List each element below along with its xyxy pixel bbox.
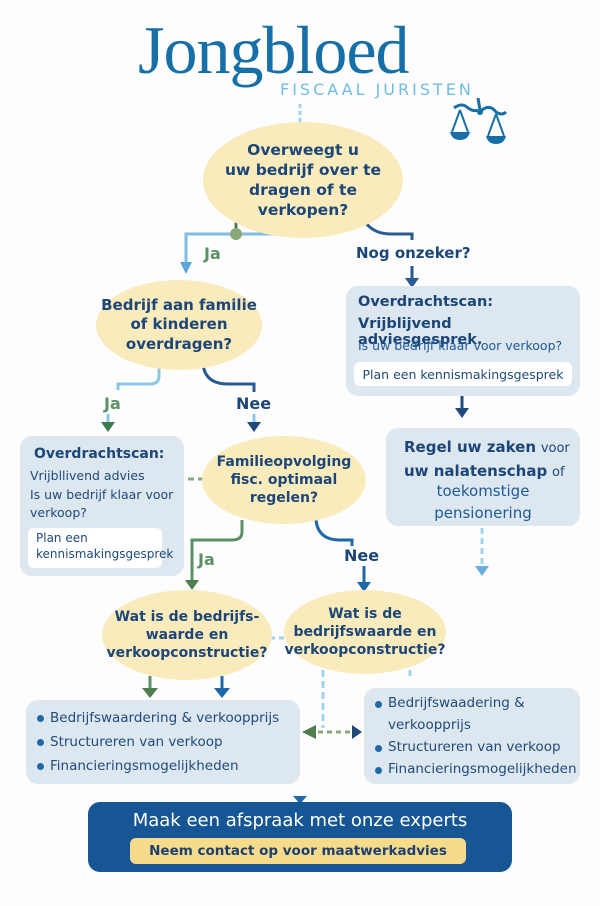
connector-q3-no bbox=[314, 519, 354, 546]
q3-line: fisc. optimaal bbox=[230, 471, 338, 488]
q1-line: dragen of te verkopen? bbox=[249, 181, 357, 220]
arrow-q4-list-green bbox=[142, 688, 158, 698]
logo-subtitle: FISCAAL JURISTEN bbox=[280, 80, 474, 99]
cta-banner: Maak een afspraak met onze experts Neem … bbox=[88, 802, 512, 872]
question-consider-transfer: Overweegt u uw bedrijf over te dragen of… bbox=[203, 122, 403, 238]
q5-line: bedrijfswaarde en bbox=[293, 623, 437, 640]
question-business-value-left: Wat is de bedrijfs- waarde en verkoopcon… bbox=[102, 590, 272, 680]
scan-card-left: Overdrachtscan: Vrijbllivend advies Is u… bbox=[20, 436, 184, 576]
plan-meeting-button-right[interactable]: Plan een kennismakingsgesprek bbox=[354, 362, 572, 386]
list-item: Structureren van verkoop bbox=[34, 730, 279, 754]
q3-line: Familieopvolging bbox=[216, 453, 352, 470]
estate-bold-1: Regel uw zaken bbox=[404, 438, 537, 456]
q2-line: overdragen? bbox=[125, 334, 233, 353]
connector-q3-yes bbox=[190, 520, 244, 580]
scan-left-line2: Is uw bedrijf klaar voor verkoop? bbox=[30, 487, 174, 520]
q4-line: Wat is de bedrijfs- bbox=[114, 608, 260, 625]
connector-q2-no bbox=[201, 363, 256, 392]
scan-left-title: Overdrachtscan: bbox=[34, 446, 165, 462]
plan-meeting-button-left[interactable]: Plan een kennismakingsgesprek bbox=[28, 528, 173, 568]
cta-title: Maak een afspraak met onze experts bbox=[132, 810, 468, 831]
arrow-to-cta bbox=[293, 796, 307, 804]
arrow-q4-list-blue bbox=[214, 688, 230, 698]
arrow-to-q3 bbox=[247, 422, 261, 432]
list-item: Structureren van verkoop bbox=[372, 736, 572, 758]
arrow-q1-yes bbox=[180, 262, 192, 274]
estate-card: Regel uw zaken voor uw nalatenschap of t… bbox=[386, 428, 580, 526]
question-family-succession: Familieopvolging fisc. optimaal regelen? bbox=[202, 436, 366, 524]
question-family-transfer: Bedrijf aan familie of kinderen overdrag… bbox=[96, 280, 262, 370]
edge-label-q3-yes: Ja bbox=[198, 550, 215, 569]
edge-label-q2-no: Nee bbox=[236, 394, 272, 413]
contact-button[interactable]: Neem contact op voor maatwerkadvies bbox=[130, 838, 466, 864]
estate-bold-2: uw nalatenschap bbox=[404, 462, 548, 480]
arrow-to-estate bbox=[455, 408, 469, 418]
estate-text-2: of bbox=[551, 465, 565, 480]
list-item: Financieringsmogelijkheden bbox=[34, 754, 279, 778]
list-item: Financieringsmogelijkheden bbox=[372, 758, 577, 780]
scan-right-title: Overdrachtscan: bbox=[358, 294, 494, 310]
arrow-to-q4 bbox=[185, 580, 199, 590]
list-item: Bedrijfswaardering & verkoopprijs bbox=[34, 706, 279, 730]
q2-line: Bedrijf aan familie bbox=[101, 295, 257, 314]
edge-label-q2-yes: Ja bbox=[104, 394, 121, 413]
estate-line-3: toekomstige bbox=[436, 482, 530, 500]
arrow-to-q5 bbox=[357, 582, 371, 592]
scales-of-justice-icon bbox=[450, 97, 508, 144]
scan-card-right: Overdrachtscan: Vrijblijvend adviesgespr… bbox=[346, 286, 580, 396]
junction-dot bbox=[230, 228, 242, 240]
q1-line: uw bedrijf over te bbox=[224, 160, 382, 179]
q4-line: waarde en bbox=[145, 626, 229, 643]
arrow-to-scan-left bbox=[101, 422, 115, 432]
scan-right-question: Is uw bedrijf klaar voor verkoop? bbox=[358, 338, 563, 353]
services-list-left: Bedrijfswaardering & verkoopprijs Struct… bbox=[26, 700, 300, 784]
services-list-right: Bedrijfswaadering & verkoopprijs Structu… bbox=[364, 688, 580, 784]
estate-text-1: voor bbox=[540, 441, 570, 456]
scan-left-line1: Vrijbllivend advies bbox=[30, 468, 145, 483]
list-item: Bedrijfswaadering & verkoopprijs bbox=[372, 692, 572, 736]
q5-line: verkoopconstructie? bbox=[284, 642, 446, 659]
edge-label-q3-no: Nee bbox=[344, 546, 380, 565]
q3-line: regelen? bbox=[249, 490, 319, 507]
scan-right-subtitle: Vrijblijvend adviesgesprek. bbox=[358, 316, 483, 348]
q5-line: Wat is de bbox=[328, 605, 402, 622]
arrow-to-list-left bbox=[302, 725, 316, 739]
estate-line-4: pensionering bbox=[434, 504, 532, 522]
logo-title: Jongbloed bbox=[138, 12, 410, 88]
edge-label-q1-yes: Ja bbox=[204, 244, 221, 263]
q1-line: Overweegt u bbox=[247, 140, 359, 159]
arrow-to-list-right bbox=[352, 725, 362, 739]
q4-line: verkoopconstructie? bbox=[106, 645, 268, 662]
arrow-to-scan-right bbox=[405, 278, 419, 288]
connector-q2-yes bbox=[116, 364, 161, 390]
arrow-estate-down bbox=[475, 566, 489, 576]
q2-line: of kinderen bbox=[130, 315, 228, 334]
edge-label-q1-unsure: Nog onzeker? bbox=[356, 244, 471, 262]
question-business-value-right: Wat is de bedrijfswaarde en verkoopconst… bbox=[284, 590, 446, 674]
